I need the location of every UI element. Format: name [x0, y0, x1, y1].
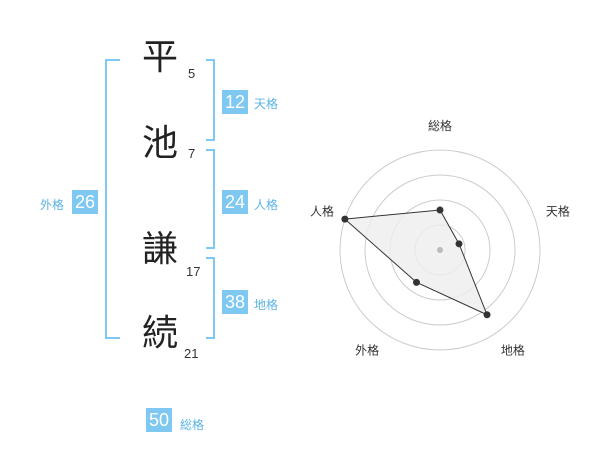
radar-axis-label: 人格 — [310, 204, 334, 219]
tenkaku-bracket — [206, 59, 215, 141]
stroke-count-3: 17 — [186, 264, 201, 279]
stroke-count-4: 21 — [184, 346, 199, 361]
jinkaku-score: 24 — [222, 190, 249, 214]
gaikaku-label: 外格 — [40, 198, 65, 212]
chikaku-score: 38 — [222, 290, 249, 314]
radar-axis-label: 総格 — [428, 118, 452, 133]
radar-axis-label: 地格 — [501, 342, 525, 357]
stroke-count-2: 7 — [188, 146, 196, 161]
radar-center-dot — [437, 247, 443, 253]
name-char-4: 続 — [141, 313, 178, 354]
radar-axis-label: 天格 — [546, 204, 570, 219]
radar-axis-label: 外格 — [355, 342, 379, 357]
chikaku-label: 地格 — [254, 298, 279, 312]
radar-point-5 — [341, 215, 349, 223]
name-char-3: 謙 — [141, 229, 178, 270]
name-char-2: 池 — [141, 123, 178, 164]
stroke-count-1: 5 — [188, 66, 196, 81]
name-char-1: 平 — [141, 37, 178, 78]
radar-point-4 — [412, 278, 420, 286]
soukaku-label: 総格 — [180, 418, 205, 432]
radar-point-3 — [483, 311, 491, 319]
soukaku-score: 50 — [146, 408, 173, 432]
radar-polygon — [343, 209, 488, 316]
tenkaku-label: 天格 — [254, 97, 279, 111]
jinkaku-label: 人格 — [254, 198, 279, 212]
radar-point-2 — [455, 240, 463, 248]
radar-point-1 — [436, 206, 444, 214]
radar-grid-ring — [364, 174, 516, 326]
jinkaku-bracket — [206, 149, 215, 249]
chikaku-bracket — [206, 257, 215, 339]
gaikaku-score: 26 — [72, 190, 99, 214]
radar-grid-ring — [339, 149, 541, 351]
tenkaku-score: 12 — [222, 90, 249, 114]
gaikaku-bracket — [105, 59, 120, 339]
